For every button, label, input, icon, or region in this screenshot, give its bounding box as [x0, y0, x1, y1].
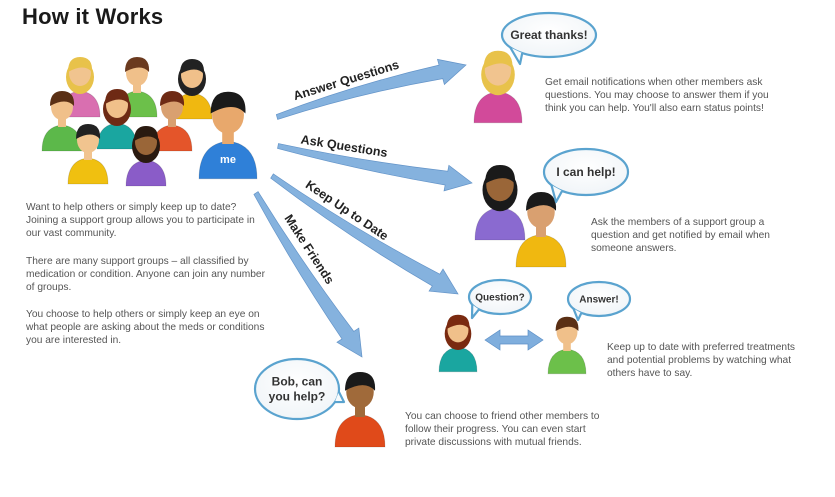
member-teal — [96, 89, 138, 150]
bubble-answer-text-0: Answer! — [579, 295, 618, 306]
page-title: How it Works — [22, 4, 164, 29]
member-me — [198, 91, 258, 180]
choose-paragraph: You choose to help others or simply keep… — [26, 309, 265, 346]
person-helper — [515, 192, 567, 268]
arrow-ask-questions — [277, 143, 473, 192]
arrow-exchange — [484, 329, 544, 351]
member-green-2 — [41, 91, 83, 152]
person-question — [438, 314, 478, 373]
keep-description: Keep up to date with preferred treatment… — [607, 342, 796, 379]
bubble-answer: Answer! — [566, 280, 632, 322]
arrow-make-friends — [253, 191, 363, 358]
me-label: me — [220, 154, 236, 166]
member-orange — [151, 91, 193, 152]
bubble-i-can-help: I can help! — [542, 147, 630, 204]
bubble-great-thanks: Great thanks! — [500, 11, 598, 66]
bubble-bob-can-you-help-text-0: Bob, can — [272, 375, 323, 389]
bubble-great-thanks-text-0: Great thanks! — [510, 28, 587, 42]
bubble-question-text-0: Question? — [475, 293, 524, 304]
person-great-thanks — [473, 50, 523, 124]
member-yellow-2 — [67, 124, 109, 185]
bubble-bob-can-you-help-text-1: you help? — [269, 390, 326, 404]
bubble-i-can-help-text-0: I can help! — [556, 165, 615, 179]
bubble-question: Question? — [467, 278, 533, 320]
arrow-answer-questions — [275, 58, 467, 120]
member-yellow — [171, 59, 213, 120]
person-answer — [547, 316, 587, 375]
intro-paragraph: Want to help others or simply keep up to… — [26, 202, 255, 239]
person-bob — [334, 372, 386, 448]
ask-description: Ask the members of a support group a que… — [591, 217, 770, 254]
groups-paragraph: There are many support groups – all clas… — [26, 256, 265, 293]
friends-description: You can choose to friend other members t… — [405, 411, 600, 448]
answer-description: Get email notifications when other membe… — [545, 77, 769, 114]
member-purple — [125, 126, 167, 187]
person-asker — [474, 165, 526, 241]
arrow-keep-up-to-date — [270, 173, 459, 295]
